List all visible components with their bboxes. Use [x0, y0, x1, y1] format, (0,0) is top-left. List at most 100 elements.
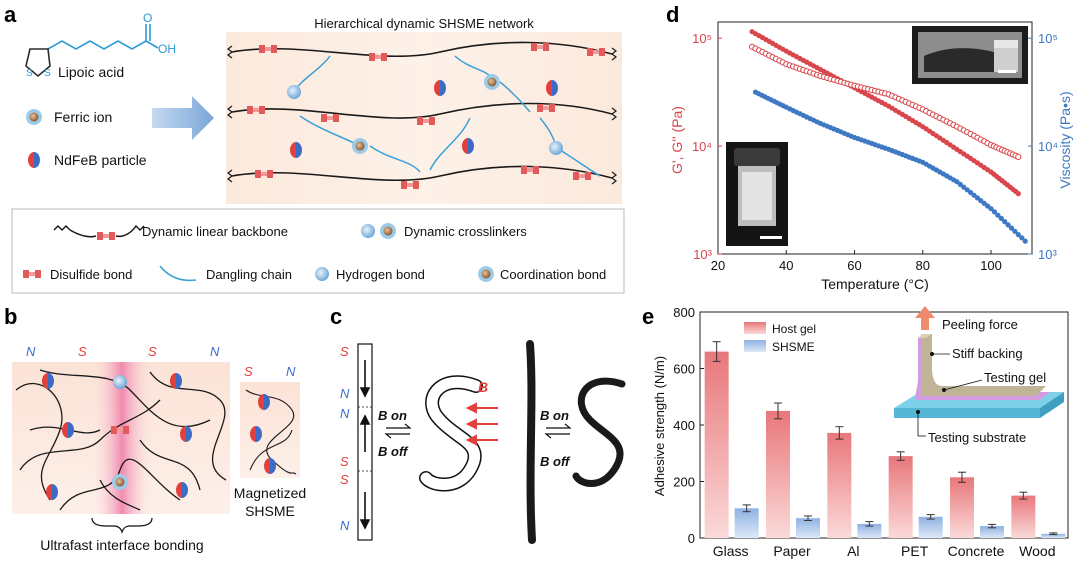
magnetized-sample-chains: [245, 389, 297, 475]
d-series-2-point: [1012, 228, 1018, 234]
legend-crosslinkers-label: Dynamic crosslinkers: [404, 224, 527, 239]
strip-label-s1: S: [340, 344, 349, 359]
peeling-force-label: Peeling force: [942, 317, 1018, 332]
b-off-label-1: B off: [378, 444, 409, 459]
e-bar-host-gel: [766, 410, 790, 538]
d-ylabel-right: Viscosity (Pa•s): [1057, 91, 1073, 188]
e-category-label: Wood: [1019, 543, 1055, 559]
e-category-label: Paper: [773, 543, 811, 559]
legend-host-gel-swatch: [744, 322, 766, 334]
d-series-2-point: [1019, 235, 1025, 241]
e-bar-host-gel: [1011, 495, 1036, 538]
magnetized-caption-1: Magnetized: [234, 485, 306, 501]
d-x-tick-label: 60: [847, 258, 861, 273]
pole-s-right: S: [148, 344, 157, 359]
ferric-ion-icon: [26, 109, 42, 125]
legend-coordination-label: Coordination bond: [500, 267, 606, 282]
e-bars: [704, 341, 1066, 538]
b-magnet-1: [42, 373, 54, 389]
d-series-2-point: [991, 209, 998, 215]
b-on-label-1: B on: [378, 408, 407, 423]
e-bar-shsme: [980, 526, 1004, 538]
stiff-backing-label: Stiff backing: [952, 346, 1023, 361]
sulfur-2-label: S: [44, 68, 51, 79]
d-photo-vial-top: [912, 26, 1028, 84]
pole-n-left: N: [26, 344, 36, 359]
d-x-tick-label: 80: [916, 258, 930, 273]
e-y-tick-label: 400: [673, 418, 695, 433]
equilibrium-arrows-2: [544, 423, 572, 439]
strip-label-n2: N: [340, 406, 350, 421]
panel-e-letter: e: [642, 304, 654, 329]
d-x-tick-label: 20: [711, 258, 725, 273]
legend-crosslinker-hbond-icon: [361, 224, 375, 238]
d-x-tick-label: 40: [779, 258, 793, 273]
d-series-2-point: [1008, 225, 1015, 231]
d-series-2-point: [1015, 232, 1021, 238]
d-series-2-point: [1022, 238, 1028, 244]
legend-crosslinker-coord-icon: [380, 223, 396, 239]
straight-strip-photo: [526, 340, 536, 544]
hydroxyl-label: OH: [158, 42, 176, 56]
legend-dangling-label: Dangling chain: [206, 267, 292, 282]
testing-gel-label: Testing gel: [984, 370, 1046, 385]
panel-a-letter: a: [4, 2, 17, 27]
strip-label-n1: N: [340, 386, 350, 401]
d-series-0-point: [1015, 191, 1021, 197]
d-series-2-point: [988, 206, 994, 212]
legend-hbond-icon: [315, 267, 329, 281]
d-yright-tick-label: 10⁴: [1038, 139, 1058, 154]
b-magnet-3: [62, 422, 74, 438]
b-coordination: [112, 474, 128, 490]
panel-a: a O OH S S Lipoic acid Ferric ion NdFeB …: [4, 2, 625, 294]
small-magnet-1: [258, 394, 270, 410]
oxygen-label: O: [143, 11, 152, 25]
d-series: [749, 29, 1028, 244]
d-yleft-tick-label: 10³: [693, 247, 712, 262]
e-bar-host-gel: [704, 351, 729, 538]
peel-test-inset: Peeling force Stiff backing Testing gel …: [894, 306, 1064, 445]
ferric-ion-label: Ferric ion: [54, 109, 112, 125]
d-xlabel: Temperature (°C): [821, 276, 929, 292]
lipoic-acid-label: Lipoic acid: [58, 64, 124, 80]
magnetized-caption-2: SHSME: [245, 503, 295, 519]
e-bar-host-gel: [827, 432, 852, 538]
b-hbond: [113, 375, 127, 389]
network-wavy-ends: [227, 45, 617, 185]
e-bar-shsme: [857, 523, 882, 538]
s-shape-strip-inner: [420, 376, 482, 490]
d-ylabel-left: G', G'' (Pa): [669, 106, 685, 174]
d-series-2-point: [998, 215, 1004, 221]
d-x-tick-label: 100: [980, 258, 1002, 273]
d-series-2-point: [961, 184, 967, 190]
legend-shsme-swatch: [744, 340, 766, 352]
panel-e: e Adhesive strength (N/m) 0200400600800G…: [642, 304, 1069, 559]
strip-arrows: [359, 360, 371, 530]
e-bar-shsme: [734, 508, 759, 538]
e-ylabel: Adhesive strength (N/m): [652, 356, 667, 496]
e-bar-shsme: [918, 516, 943, 538]
network-backbones: [231, 41, 613, 182]
d-series-2-point: [1005, 222, 1011, 228]
panel-b: b N S S N Ultrafast interface bonding S …: [4, 304, 306, 553]
b-on-label-2: B on: [540, 408, 569, 423]
process-arrow-icon: [152, 96, 214, 140]
pole-n-right: N: [210, 344, 220, 359]
stiff-backing-layer: [921, 334, 1046, 396]
b-magnet-2: [170, 373, 182, 389]
legend-coordination-icon: [478, 266, 494, 282]
ndfeb-particle-icon: [28, 152, 40, 168]
e-category-label: Concrete: [948, 543, 1005, 559]
e-bar-shsme: [1041, 533, 1066, 538]
d-plot-frame: [717, 21, 1033, 255]
legend-dangling-icon: [159, 265, 197, 282]
d-yleft-tick-label: 10⁵: [692, 31, 712, 46]
e-category-label: Glass: [713, 543, 749, 559]
small-pole-n: N: [286, 364, 296, 379]
e-y-tick-label: 600: [673, 362, 695, 377]
e-legend: Host gel SHSME: [744, 322, 816, 354]
b-field-label: B: [478, 379, 488, 395]
d-series-1-point: [1015, 153, 1022, 160]
network-background: [226, 32, 622, 204]
